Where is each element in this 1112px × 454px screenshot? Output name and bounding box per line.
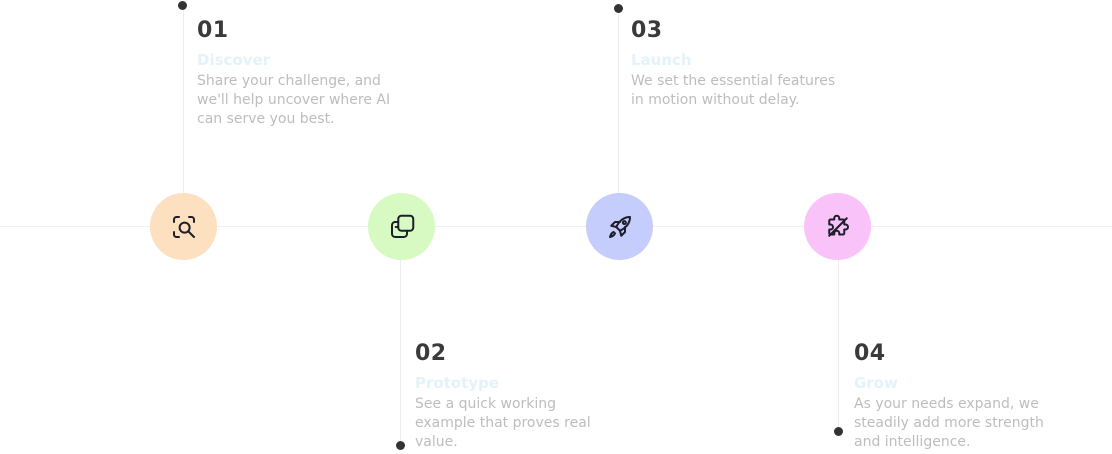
- step-launch: 03 Launch We set the essential features …: [631, 18, 851, 110]
- step-icon-circle-launch: [586, 193, 653, 260]
- step-number: 04: [854, 341, 886, 366]
- step-icon-circle-discover: [150, 193, 217, 260]
- step-description: Share your challenge, and we'll help unc…: [197, 73, 391, 127]
- timeline-dot-prototype: [396, 441, 405, 450]
- step-description: We set the essential features in motion …: [631, 73, 836, 108]
- layers-copy-icon: [390, 214, 414, 238]
- step-icon-circle-grow: [804, 193, 871, 260]
- step-discover: 01 Discover Share your challenge, and we…: [197, 18, 417, 129]
- step-title: Prototype: [415, 374, 500, 392]
- step-prototype: 02 Prototype See a quick working example…: [415, 341, 615, 452]
- connector-line-grow: [838, 260, 839, 431]
- connector-line-discover: [183, 5, 184, 193]
- step-grow: 04 Grow As your needs expand, we steadil…: [854, 341, 1074, 452]
- step-icon-circle-prototype: [368, 193, 435, 260]
- timeline-axis: [0, 226, 1112, 227]
- step-number: 01: [197, 18, 229, 43]
- step-title: Launch: [631, 51, 692, 69]
- rocket-icon: [608, 215, 631, 238]
- search-scan-icon: [172, 215, 195, 238]
- timeline-dot-discover: [178, 1, 187, 10]
- connector-line-prototype: [400, 260, 401, 445]
- step-number: 02: [415, 341, 447, 366]
- timeline-dot-launch: [614, 4, 623, 13]
- step-title: Grow: [854, 374, 898, 392]
- step-title: Discover: [197, 51, 271, 69]
- step-description: As your needs expand, we steadily add mo…: [854, 396, 1044, 450]
- puzzle-icon: [827, 214, 849, 237]
- connector-line-launch: [618, 8, 619, 193]
- step-number: 03: [631, 18, 663, 43]
- timeline-dot-grow: [834, 427, 843, 436]
- step-description: See a quick working example that proves …: [415, 396, 591, 450]
